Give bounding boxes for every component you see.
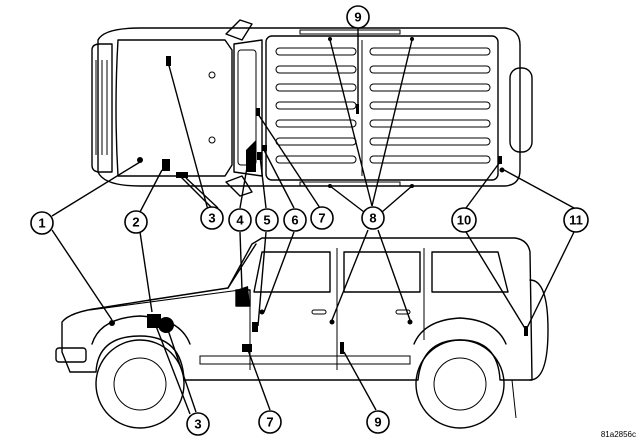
callout-label: 2	[132, 215, 139, 230]
figure-code: 81a2856c	[600, 430, 636, 439]
callout-9-lower: 9	[366, 410, 390, 434]
callout-11: 11	[563, 207, 589, 233]
callout-10: 10	[451, 207, 477, 233]
callout-7-lower: 7	[258, 410, 282, 434]
callout-5: 5	[255, 208, 279, 232]
callout-label: 6	[291, 213, 298, 228]
callout-3: 3	[200, 206, 224, 230]
callout-label: 3	[194, 417, 201, 432]
callout-3-lower: 3	[186, 412, 210, 436]
callout-7: 7	[310, 206, 334, 230]
callout-label: 9	[354, 10, 361, 25]
callout-label: 9	[374, 415, 381, 430]
vehicle-side-view	[55, 237, 549, 429]
callout-1: 1	[30, 211, 54, 235]
callout-label: 7	[318, 211, 325, 226]
callout-9: 9	[346, 5, 370, 29]
callout-2: 2	[124, 210, 148, 234]
callout-label: 1	[38, 216, 45, 231]
callout-4: 4	[228, 208, 252, 232]
callout-label: 10	[457, 213, 471, 228]
callout-label: 4	[236, 213, 244, 228]
callout-label: 7	[266, 415, 273, 430]
vehicle-top-view	[91, 19, 533, 197]
callout-6: 6	[283, 208, 307, 232]
leader-lines	[51, 28, 575, 415]
callout-label: 8	[369, 211, 376, 226]
callout-label: 11	[569, 213, 583, 228]
callout-label: 3	[208, 211, 215, 226]
callout-label: 5	[263, 213, 270, 228]
callout-8: 8	[361, 206, 385, 230]
